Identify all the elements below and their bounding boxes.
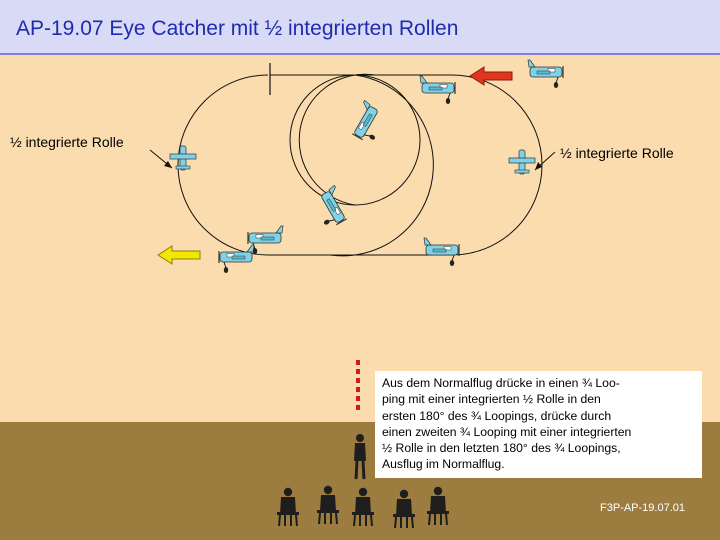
figure-code: F3P-AP-19.07.01 [600, 502, 685, 514]
flight-path [177, 63, 543, 257]
description-box: Aus dem Normalflug drücke in einen ¾ Loo… [375, 371, 702, 478]
description-line: ersten 180° des ¾ Loopings, drücke durch [382, 408, 612, 423]
left-roll-label: ½ integrierte Rolle [10, 134, 124, 150]
airplane-icon [423, 237, 460, 267]
description-line: Ausflug im Normalflug. [382, 457, 505, 472]
airplane-icon [419, 75, 456, 105]
page-title: AP-19.07 Eye Catcher mit ½ integrierten … [16, 17, 459, 40]
spectator-silhouette-icon [276, 484, 450, 529]
airplane-icon [169, 145, 197, 171]
pilot-silhouette-icon [354, 434, 366, 480]
right-roll-label: ½ integrierte Rolle [560, 145, 674, 161]
description-line: Aus dem Normalflug drücke in einen ¾ Loo… [382, 376, 620, 390]
description-line: ping mit einer integrierten ½ Rolle in d… [382, 392, 601, 407]
airplane-icon [508, 149, 536, 175]
yellow-left-arrow-icon [157, 245, 201, 265]
description-line: einen zweiten ¾ Looping mit einer integr… [382, 424, 632, 439]
airplane-icon [527, 59, 564, 89]
red-left-arrow-icon [469, 66, 513, 86]
title-bar: AP-19.07 Eye Catcher mit ½ integrierten … [0, 0, 720, 55]
description-line: ½ Rolle in den letzten 180° des ¾ Loopin… [382, 441, 621, 456]
airplane-icon [346, 99, 390, 146]
